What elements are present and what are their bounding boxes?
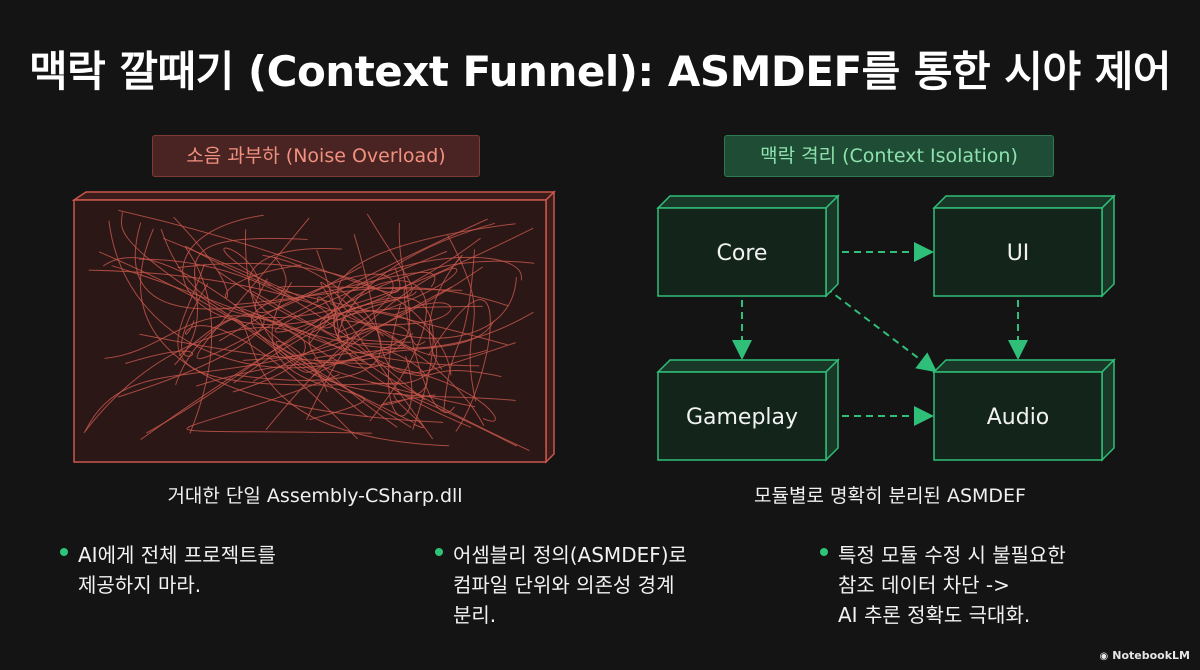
module-top-face [932,359,1116,373]
noise-line [185,320,358,440]
noise-line [271,282,365,421]
noise-line [333,256,522,428]
noise-line [108,220,414,369]
noise-line [252,290,502,378]
noise-line [306,327,487,421]
noise-line [102,257,368,417]
noise-line [196,362,496,422]
noise-line [138,258,426,401]
noise-line [387,303,413,417]
noise-line [196,217,488,360]
noise-line [118,209,401,294]
bullet-dot-icon [60,548,68,556]
noise-line [313,343,406,365]
noise-line [429,254,463,370]
notebooklm-logo-icon: ◉ [1099,651,1109,662]
monolith-caption: 거대한 단일 Assembly-CSharp.dll [167,485,463,507]
module-side-face [1101,358,1115,462]
module-label: Core [717,241,768,266]
monolith-front-face [73,199,547,463]
noise-line [275,340,476,408]
module-side-face [825,358,839,462]
noise-line [319,310,452,376]
page-title: 맥락 깔때기 (Context Funnel): ASMDEF를 통한 시야 제… [28,47,1172,96]
noise-line [125,283,209,364]
noise-line [443,249,475,411]
noise-line [254,265,362,314]
noise-line [88,269,485,427]
noise-line [98,251,452,373]
module-side-face [825,194,839,298]
noise-line [265,267,458,431]
noise-line [320,281,434,440]
noise-line [177,262,438,385]
noise-line [427,299,491,432]
bullet-text: AI에게 전체 프로젝트를 제공하지 마라. [78,543,276,597]
module-top-face [932,195,1116,209]
noise-line [134,222,436,310]
module-gameplay: Gameplay [656,358,840,462]
module-diagram: Core UI Gameplay Audio [656,194,1116,462]
module-front-face [933,371,1103,461]
context-isolation-label: 맥락 격리 (Context Isolation) [724,135,1054,177]
module-front-face [657,371,827,461]
module-label: Gameplay [686,405,798,430]
bullet-text: 어셈블리 정의(ASMDEF)로 컴파일 단위와 의존성 경계 분리. [453,543,687,627]
bullet-dot-icon [820,548,828,556]
noise-overload-label: 소음 과부하 (Noise Overload) [152,135,480,177]
noise-tangle [83,209,535,452]
noise-line [447,235,477,402]
noise-line [248,247,480,367]
noise-line [182,214,481,326]
noise-line [140,228,444,423]
noise-line [242,305,483,361]
noise-line [223,247,300,302]
noise-line [174,238,308,366]
monolith-side-face [545,190,555,464]
noise-line [245,229,516,401]
noise-line [160,227,534,318]
module-front-face [933,207,1103,297]
noise-line [83,327,306,434]
module-front-face [657,207,827,297]
noise-line [337,223,517,339]
monolith-top-face [71,191,556,201]
module-top-face [656,359,840,373]
noise-line [393,392,517,447]
noise-line [353,234,516,374]
monolith-diagram [71,190,556,464]
noise-line [403,287,455,413]
noise-line [178,318,450,447]
brand-name: NotebookLM [1112,649,1190,662]
noise-line [84,266,483,432]
noise-line [186,373,372,434]
module-side-face [1101,194,1115,298]
module-ui: UI [932,194,1116,298]
noise-line [173,216,302,299]
module-label: Audio [987,405,1050,430]
noise-line [252,324,426,382]
dependency-arrow-core-to-audio [825,287,938,373]
noise-line [274,250,447,333]
module-top-face [656,195,840,209]
bullet-text: 특정 모듈 수정 시 불필요한 참조 데이터 차단 -> AI 추론 정확도 극… [838,543,1066,627]
module-label: UI [1007,241,1030,266]
asmdef-caption: 모듈별로 명확히 분리된 ASMDEF [754,485,1026,507]
brand-watermark: ◉NotebookLM [1100,649,1190,662]
bullet-dot-icon [435,548,443,556]
noise-line [184,246,272,434]
module-core: Core [656,194,840,298]
module-audio: Audio [932,358,1116,462]
